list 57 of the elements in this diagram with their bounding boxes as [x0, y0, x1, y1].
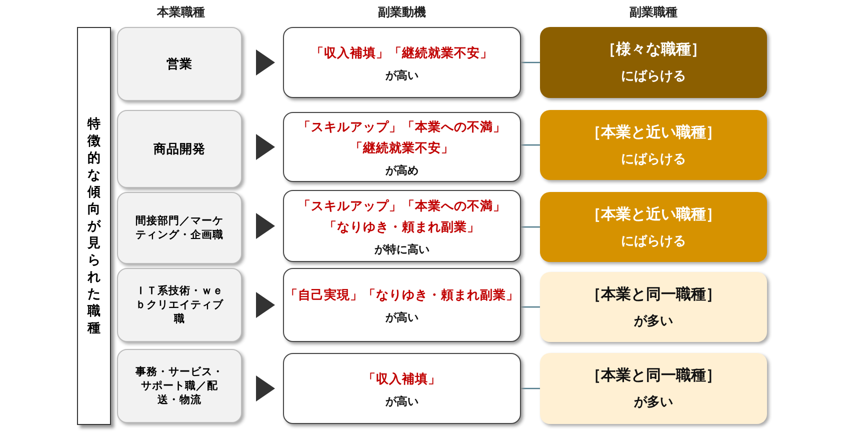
connector-line	[521, 62, 540, 64]
motive-box	[283, 27, 521, 98]
job-box	[117, 192, 242, 264]
job-box	[117, 110, 242, 188]
vertical-label: 特徴的な傾向が見られた職種	[87, 116, 101, 336]
result-note: にばらける	[621, 68, 686, 85]
arrow-triangle	[256, 292, 275, 318]
motive-label: 「スキルアップ」「本業への不満」	[298, 198, 506, 214]
job-label: 営業	[166, 57, 194, 71]
connector-line	[521, 144, 540, 146]
job-label: 事務・サービス・サポート職／配送・物流	[136, 365, 224, 407]
motive-box	[283, 112, 521, 182]
result-label: ［本業と近い職種］	[586, 204, 721, 224]
motive-note: が高い	[386, 68, 418, 82]
job-label: 間接部門／マーケティング・企画職	[136, 214, 224, 242]
arrow-triangle	[256, 213, 275, 239]
result-box	[540, 192, 767, 262]
result-note: にばらける	[621, 150, 686, 168]
job-box	[117, 349, 242, 423]
column-heading: 本業職種	[156, 4, 206, 21]
motive-label: 「なりゆき・頼まれ副業」	[324, 218, 480, 236]
motive-box	[283, 190, 521, 262]
result-note: にばらける	[621, 232, 686, 250]
motive-note: が高め	[386, 162, 418, 178]
motive-label: 「収入補填」「継続就業不安」	[311, 44, 493, 62]
motive-label: 「自己実現」「なりゆき・頼まれ副業」	[285, 287, 519, 304]
motive-note: が高い	[386, 394, 418, 408]
connector-line	[521, 226, 540, 228]
connector-line	[521, 306, 540, 308]
result-note: が多い	[634, 394, 673, 411]
result-label: ［本業と近い職種］	[586, 122, 721, 142]
motive-label: 「継続就業不安」	[350, 140, 454, 156]
arrow-triangle	[256, 134, 275, 160]
job-label: 商品開発	[152, 142, 206, 156]
result-box	[540, 353, 767, 424]
connector-line	[521, 388, 540, 390]
result-label: ［様々な職種］	[601, 40, 706, 59]
column-heading: 副業動機	[377, 4, 427, 21]
result-box	[540, 110, 767, 180]
result-box	[540, 272, 767, 342]
arrow-triangle	[256, 50, 275, 76]
result-label: ［本業と同一職種］	[586, 366, 721, 385]
job-box	[117, 27, 242, 101]
motive-note: が高い	[386, 310, 418, 325]
motive-box	[283, 268, 521, 342]
motive-label: 「スキルアップ」「本業への不満」	[298, 118, 506, 136]
column-heading: 副業職種	[628, 4, 678, 21]
side-box	[77, 27, 111, 425]
result-note: が多い	[634, 312, 673, 330]
arrow-triangle	[256, 376, 275, 402]
job-label: ＩＴ系技術・ｗｅｂクリエイティブ職	[136, 284, 224, 326]
motive-box	[283, 353, 521, 424]
result-box	[540, 27, 767, 98]
result-label: ［本業と同一職種］	[586, 284, 721, 304]
motive-label: 「収入補填」	[363, 370, 441, 388]
motive-note: が特に高い	[374, 242, 430, 256]
job-box	[117, 268, 242, 342]
